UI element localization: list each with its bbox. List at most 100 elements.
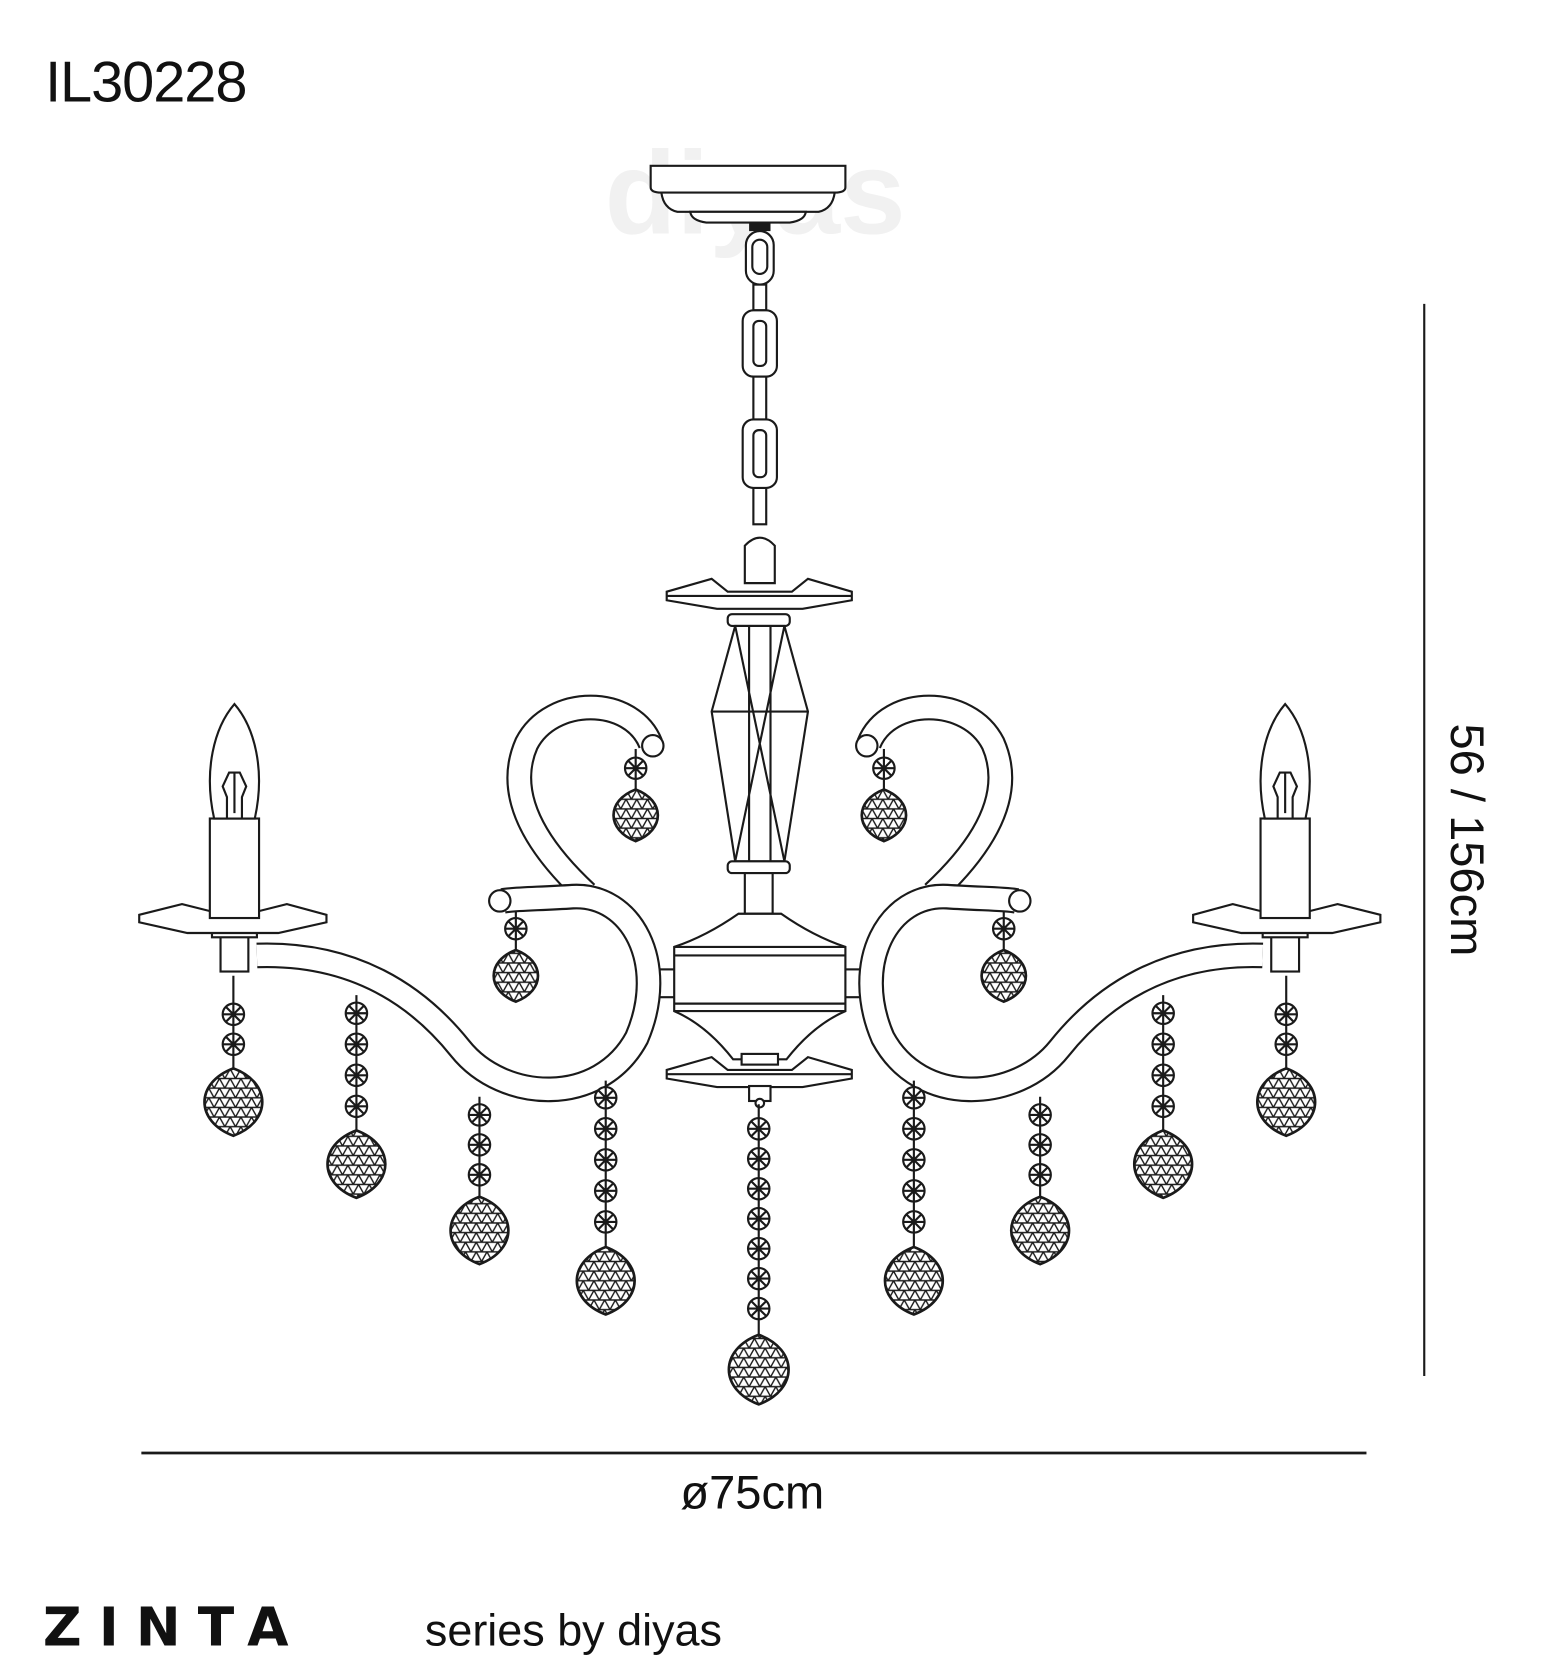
bulb-icon	[1259, 702, 1311, 820]
bead-facets	[468, 1164, 491, 1186]
collar-ring	[726, 860, 791, 875]
bead-facets	[1275, 1033, 1297, 1055]
crystal-drops	[203, 748, 1317, 1406]
crystal-ball	[203, 1066, 264, 1138]
series-name: ZINTA	[43, 1596, 306, 1659]
crystal-drop	[326, 995, 387, 1200]
crystal-drop	[1133, 995, 1194, 1200]
bead-facets	[873, 757, 895, 779]
bead-facets	[468, 1104, 491, 1126]
bead-facets	[624, 757, 647, 779]
hub-bands	[674, 945, 846, 1013]
bead-facets	[1029, 1164, 1051, 1186]
bulb-icon	[208, 702, 261, 820]
crystal-drop	[1256, 975, 1317, 1138]
upper-bobeche	[665, 577, 853, 610]
bead-facets	[595, 1149, 617, 1171]
candle-sleeve	[208, 817, 261, 920]
bead-facets	[748, 1178, 770, 1200]
crystal-ball	[1133, 1128, 1194, 1200]
crystal-drop	[203, 975, 264, 1138]
lower-arm-fill	[256, 885, 660, 1101]
bulb-filament-icon	[221, 771, 248, 819]
bead-facets	[222, 1003, 245, 1026]
chain-link-side	[752, 375, 768, 421]
crystal-ball	[727, 1333, 790, 1406]
arm-knob	[488, 889, 512, 913]
lower-bobeche	[665, 1055, 853, 1089]
series-tagline: series by diyas	[425, 1605, 722, 1656]
hub-collar	[740, 1052, 780, 1066]
scroll-arm-fill	[508, 696, 661, 902]
crystal-drop	[449, 1096, 510, 1266]
bead-facets	[748, 1237, 770, 1260]
bead-facets	[903, 1149, 925, 1171]
crystal-ball	[883, 1245, 944, 1316]
bead-facets	[595, 1118, 617, 1140]
arm-knob	[855, 733, 879, 758]
hook	[743, 536, 776, 585]
bead-facets	[903, 1180, 925, 1202]
bulb-filament-icon	[1272, 771, 1299, 819]
stem	[743, 872, 774, 915]
scroll-arm-fill	[859, 696, 1011, 902]
arm-knob	[1008, 889, 1032, 913]
crystal-ball	[575, 1245, 636, 1316]
chain-link-inner	[752, 319, 768, 367]
body-hub	[673, 912, 847, 1061]
bead-facets	[1275, 1003, 1297, 1026]
crystal-drop	[883, 1080, 944, 1316]
product-code: IL30228	[45, 51, 246, 115]
chain-connector	[752, 485, 768, 526]
lower-arm-fill	[860, 885, 1264, 1101]
chain-link-inner	[751, 238, 769, 275]
bead-facets	[222, 1033, 245, 1055]
diameter-dimension-label: ø75cm	[680, 1466, 824, 1519]
chain-connector	[752, 283, 768, 312]
bead-facets	[1152, 1002, 1174, 1024]
bead-facets	[1029, 1134, 1051, 1156]
crystal-ball	[1256, 1066, 1317, 1138]
bead-facets	[345, 1064, 368, 1087]
chain	[741, 230, 778, 585]
crystal-ball	[492, 948, 540, 1004]
candle-sleeve	[1259, 817, 1311, 920]
bead-facets	[993, 918, 1015, 940]
crystal-ball	[860, 788, 908, 843]
bead-facets	[748, 1267, 770, 1290]
right-arm-group	[855, 694, 1382, 1103]
glass-facets	[711, 625, 808, 862]
bead-facets	[748, 1118, 770, 1140]
crystal-ball	[326, 1128, 387, 1200]
chain-link-inner	[752, 429, 768, 479]
crystal-drop	[860, 748, 908, 843]
bead-facets	[595, 1211, 617, 1233]
crystal-drop	[492, 911, 540, 1004]
bead-facets	[505, 918, 527, 940]
bead-facets	[903, 1087, 925, 1109]
arm-knob	[641, 733, 665, 758]
bead-facets	[903, 1211, 925, 1233]
bead-facets	[748, 1148, 770, 1170]
collar-ring	[726, 613, 791, 627]
bead-facets	[748, 1207, 770, 1230]
bead-facets	[468, 1134, 491, 1156]
central-body	[651, 577, 868, 1109]
bead-facets	[345, 1033, 368, 1055]
crystal-ball	[449, 1195, 510, 1266]
bead-facets	[903, 1118, 925, 1140]
crystal-drop	[612, 748, 660, 843]
bead-facets	[345, 1002, 368, 1024]
bead-facets	[345, 1095, 368, 1118]
bead-facets	[1152, 1095, 1174, 1118]
left-arm-group	[138, 694, 665, 1103]
bead-facets	[748, 1297, 770, 1320]
crystal-ball	[612, 788, 660, 843]
bead-facets	[1152, 1064, 1174, 1087]
crystal-ball	[980, 948, 1028, 1004]
crystal-drop	[980, 911, 1028, 1004]
bead-facets	[595, 1180, 617, 1202]
crystal-ball	[1010, 1195, 1071, 1266]
crystal-drop	[727, 1104, 790, 1406]
